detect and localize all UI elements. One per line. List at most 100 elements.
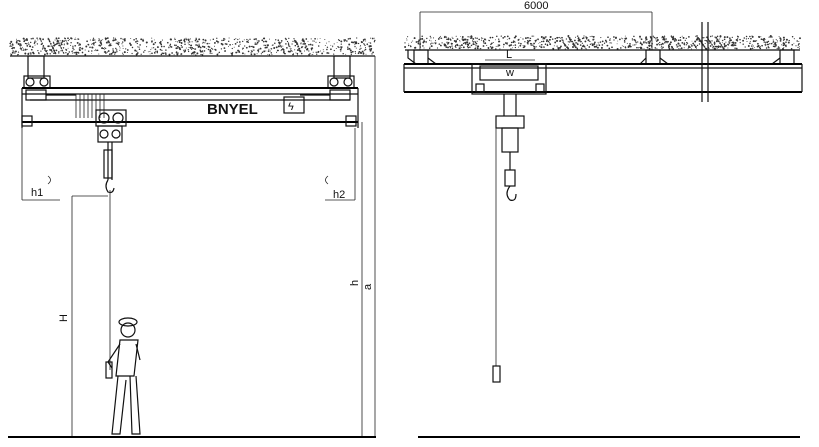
ceiling-speckle — [60, 48, 63, 50]
ceiling-speckle — [307, 40, 309, 42]
left-hanger — [23, 55, 51, 89]
ceiling-speckle — [560, 45, 562, 48]
ceiling-speckle — [154, 48, 157, 51]
ceiling-speckle — [114, 38, 117, 41]
ceiling-speckle — [265, 40, 268, 43]
ceiling-speckle — [360, 52, 363, 54]
ceiling-speckle — [548, 42, 551, 44]
ceiling-speckle — [562, 39, 564, 42]
ceiling-speckle — [117, 41, 119, 42]
ceiling-speckle — [713, 46, 715, 48]
ceiling-speckle — [193, 53, 195, 55]
ceiling-speckle — [704, 42, 706, 45]
ceiling-speckle — [653, 36, 656, 39]
ceiling-speckle — [531, 35, 533, 37]
runway-beam — [403, 63, 803, 93]
ceiling-speckle — [756, 40, 758, 42]
ceiling-speckle — [779, 39, 782, 42]
ceiling-speckle — [188, 41, 191, 43]
ceiling-speckle — [763, 37, 766, 40]
ceiling-speckle — [34, 44, 36, 46]
ceiling-speckle — [549, 36, 552, 38]
ceiling-speckle — [782, 36, 785, 39]
ceiling-speckle — [119, 46, 120, 48]
ceiling-speckle — [459, 41, 461, 43]
ceiling-speckle — [259, 47, 262, 50]
ceiling-speckle — [31, 46, 34, 48]
ceiling-speckle — [554, 37, 557, 40]
ceiling-speckle — [439, 35, 441, 37]
ceiling-speckle — [302, 46, 304, 47]
ceiling-speckle — [495, 45, 497, 47]
ceiling-speckle — [749, 42, 751, 45]
ceiling-speckle — [114, 53, 116, 55]
ceiling-speckle — [470, 36, 473, 38]
ceiling-speckle — [533, 47, 536, 50]
ceiling-speckle — [611, 42, 613, 44]
ceiling-speckle — [70, 44, 72, 46]
ceiling-speckle — [423, 47, 425, 49]
ceiling-speckle — [100, 39, 102, 42]
ceiling-speckle — [126, 49, 129, 51]
ceiling-speckle — [672, 35, 674, 37]
ceiling-speckle — [607, 36, 609, 39]
ceiling-speckle — [264, 47, 266, 49]
ceiling-speckle — [651, 42, 653, 45]
ceiling-speckle — [556, 45, 558, 47]
ceiling-speckle — [333, 53, 335, 55]
ceiling-speckle — [145, 41, 148, 44]
ceiling-speckle — [19, 45, 21, 47]
ceiling-speckle — [524, 41, 526, 43]
ceiling-speckle — [280, 41, 282, 44]
ceiling-speckle — [360, 44, 362, 47]
ceiling-speckle — [539, 41, 541, 43]
ceiling-speckle — [237, 51, 239, 53]
ceiling-speckle — [645, 42, 648, 44]
ceiling-speckle — [75, 38, 77, 40]
ceiling-speckle — [678, 48, 680, 50]
ceiling-speckle — [355, 41, 357, 43]
ceiling-speckle — [118, 41, 120, 44]
ceiling-speckle — [601, 40, 604, 43]
ceiling-speckle — [91, 43, 93, 45]
ceiling-speckle — [52, 41, 55, 43]
ceiling-speckle — [472, 38, 475, 40]
ceiling-speckle — [735, 44, 737, 46]
ceiling-speckle — [65, 39, 67, 42]
ceiling-speckle — [196, 52, 199, 55]
ceiling-speckle — [543, 37, 545, 39]
ceiling-speckle — [347, 46, 349, 48]
ceiling-speckle — [119, 47, 121, 49]
ceiling-speckle — [447, 46, 449, 49]
ceiling-speckle — [57, 40, 59, 43]
ceiling-speckle — [459, 45, 461, 47]
ceiling-speckle — [573, 39, 576, 42]
ceiling-speckle — [137, 46, 139, 48]
ceiling-speckle — [508, 44, 511, 47]
ceiling-speckle — [285, 39, 287, 41]
ceiling-speckle — [694, 45, 697, 48]
ceiling-speckle — [630, 46, 632, 48]
ceiling-speckle — [81, 51, 84, 54]
ceiling-speckle — [26, 48, 28, 50]
ceiling-speckle — [782, 40, 784, 42]
ceiling-speckle — [716, 35, 719, 38]
ceiling-speckle — [33, 42, 36, 45]
ceiling-speckle — [10, 40, 13, 43]
ceiling-speckle — [191, 48, 193, 50]
ceiling-speckle — [150, 49, 152, 51]
ceiling-speckle — [664, 41, 666, 44]
ceiling-speckle — [73, 52, 75, 54]
ceiling-speckle — [680, 47, 683, 50]
ceiling-speckle — [793, 42, 795, 44]
ceiling-speckle — [94, 41, 97, 43]
ceiling-speckle — [222, 39, 225, 42]
ceiling-speckle — [565, 38, 568, 40]
ceiling-speckle — [313, 40, 315, 42]
ceiling-speckle — [312, 53, 314, 56]
ceiling-speckle — [488, 39, 490, 41]
ceiling-speckle — [253, 49, 255, 51]
ceiling-speckle — [42, 43, 44, 45]
ceiling-speckle — [11, 46, 13, 48]
ceiling-speckle — [310, 49, 313, 51]
